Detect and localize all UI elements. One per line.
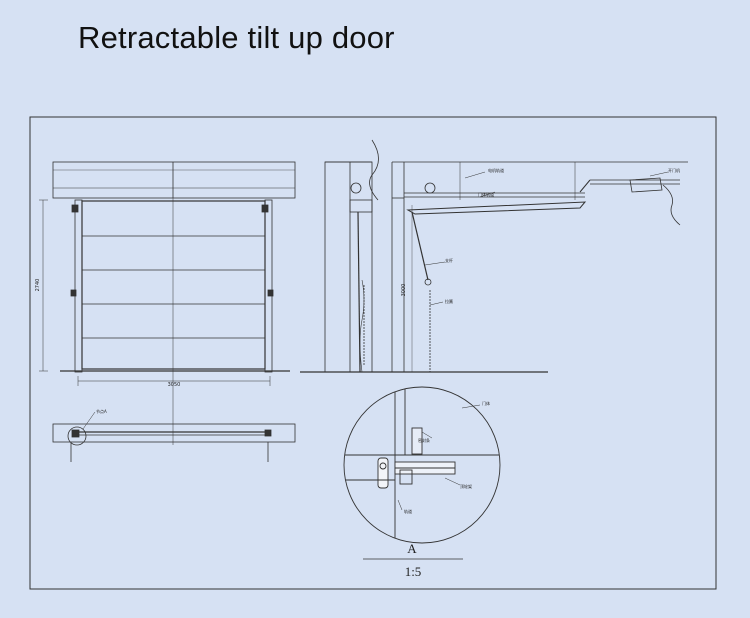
page-title: Retractable tilt up door: [78, 20, 395, 55]
side-height-dim: 3000: [401, 284, 407, 297]
front-width-dim: 3050: [168, 382, 181, 388]
front-view: [39, 161, 296, 445]
door-track-label: 门体轨道: [478, 191, 494, 197]
motor-track-label: 电机轨道: [488, 167, 504, 173]
detail-name: A: [407, 541, 417, 556]
side-view-left: [324, 139, 379, 373]
door-body-label: 门体: [482, 400, 490, 406]
front-height-dim: 2740: [35, 279, 41, 292]
plan-view: [52, 411, 296, 462]
drawing-frame: [29, 116, 717, 590]
side-view-right: [391, 161, 688, 372]
seal-strip-label: 密封条: [418, 437, 430, 443]
opener-label: 开门机: [668, 167, 680, 173]
top-wheel-frame-label: 顶轮架: [460, 483, 472, 489]
detail-scale: 1:5: [405, 564, 422, 579]
node-label: 节点A: [96, 408, 107, 414]
support-rod-label: 支杆: [445, 257, 453, 263]
spring-label: 拉簧: [445, 298, 453, 304]
detail-view: [343, 386, 501, 544]
track-label: 轨道: [404, 508, 412, 514]
